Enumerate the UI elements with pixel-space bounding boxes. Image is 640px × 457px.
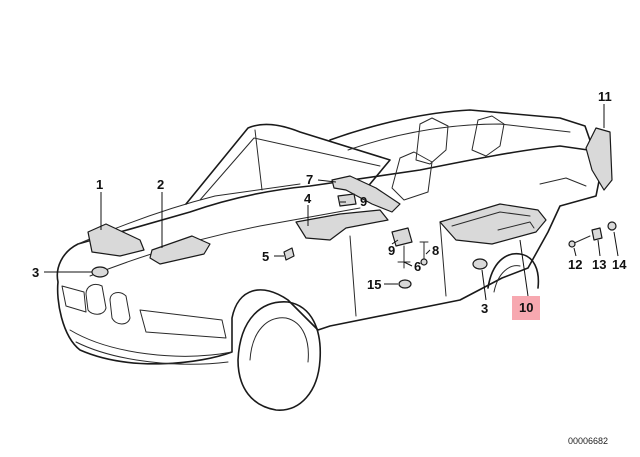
part-3-grommet-front	[91, 266, 109, 278]
part-7-shape	[331, 175, 401, 213]
callout-2: 2	[157, 177, 165, 192]
callout-1: 1	[96, 177, 104, 192]
callout-10-highlighted: 10	[512, 296, 541, 320]
car-body	[56, 109, 601, 411]
callout-6: 6	[414, 259, 422, 274]
part-4-shape	[295, 209, 389, 241]
callout-4: 4	[304, 191, 312, 206]
callout-5: 5	[262, 249, 270, 264]
callout-7: 7	[306, 172, 314, 187]
part-1-shape	[87, 223, 145, 257]
callout-9-top: 9	[360, 194, 368, 209]
part-9-lower-shape	[391, 227, 413, 247]
part-5-clip	[283, 247, 295, 261]
callout-3-front: 3	[32, 265, 40, 280]
leader-lines	[44, 104, 619, 301]
callout-11: 11	[598, 89, 612, 104]
callout-8: 8	[432, 243, 440, 258]
callout-14: 14	[612, 257, 627, 272]
part-13-sleeve	[591, 227, 603, 241]
callout-9-lower: 9	[388, 243, 396, 258]
part-10-shape	[439, 203, 547, 245]
part-9-top-shape	[337, 193, 357, 207]
part-3-grommet-rear	[472, 258, 488, 270]
document-number: 00006682	[568, 436, 609, 446]
part-15-nut	[398, 279, 412, 289]
callout-3-rear: 3	[481, 301, 489, 316]
part-2-shape	[149, 235, 211, 265]
part-6-stud	[397, 245, 411, 269]
callout-12: 12	[568, 257, 583, 272]
callout-13: 13	[592, 257, 607, 272]
part-14-nut	[607, 221, 617, 231]
part-11-shape	[585, 127, 613, 191]
callout-15: 15	[367, 277, 382, 292]
part-8-head	[420, 258, 428, 266]
